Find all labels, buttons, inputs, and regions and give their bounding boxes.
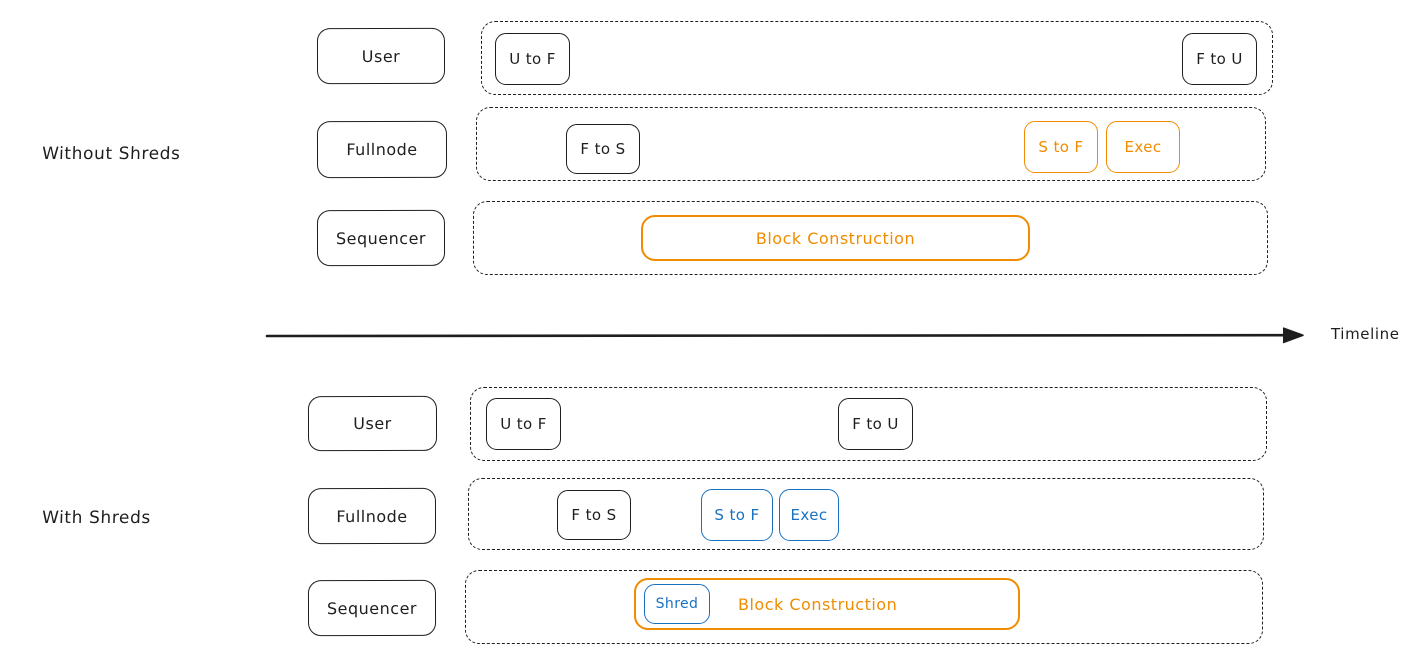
actor-box-fullnode-bottom: Fullnode bbox=[307, 487, 437, 545]
band-label: Block Construction bbox=[738, 594, 898, 614]
timeline-arrow bbox=[265, 318, 1315, 354]
actor-label: User bbox=[361, 46, 401, 66]
actor-label: Fullnode bbox=[346, 139, 418, 160]
timeline-label: Timeline bbox=[1331, 325, 1400, 343]
lane-sequencer-top bbox=[473, 201, 1268, 275]
section-label-without-shreds: Without Shreds bbox=[41, 144, 181, 164]
actor-box-fullnode-top: Fullnode bbox=[316, 120, 448, 179]
lane-fullnode-top bbox=[476, 107, 1266, 181]
band-label: Block Construction bbox=[755, 228, 916, 248]
actor-label: Fullnode bbox=[336, 506, 408, 526]
chip-u-to-f-top[interactable]: U to F bbox=[495, 33, 570, 85]
actor-label: User bbox=[353, 413, 392, 434]
lane-fullnode-bottom bbox=[468, 478, 1264, 550]
lane-user-top bbox=[481, 21, 1273, 95]
lane-user-bottom bbox=[470, 387, 1267, 461]
chip-s-to-f-bottom[interactable]: S to F bbox=[701, 489, 773, 541]
actor-box-user-top: User bbox=[316, 27, 446, 85]
chip-f-to-s-top[interactable]: F to S bbox=[566, 124, 640, 174]
actor-label: Sequencer bbox=[335, 228, 427, 248]
chip-exec-bottom[interactable]: Exec bbox=[779, 489, 839, 541]
timeline-arrow-svg bbox=[265, 327, 1304, 344]
section-label-with-shreds: With Shreds bbox=[41, 508, 152, 528]
band-block-construction-bottom[interactable]: Shred Block Construction bbox=[634, 578, 1020, 630]
actor-box-sequencer-bottom: Sequencer bbox=[307, 579, 437, 637]
chip-u-to-f-bottom[interactable]: U to F bbox=[486, 398, 561, 450]
chip-s-to-f-top[interactable]: S to F bbox=[1024, 121, 1098, 173]
chip-shred[interactable]: Shred bbox=[644, 584, 710, 624]
lane-sequencer-bottom bbox=[465, 570, 1263, 644]
band-block-construction-top[interactable]: Block Construction bbox=[641, 215, 1030, 261]
actor-box-sequencer-top: Sequencer bbox=[316, 209, 446, 267]
chip-exec-top[interactable]: Exec bbox=[1106, 121, 1180, 173]
actor-label: Sequencer bbox=[326, 598, 418, 618]
actor-box-user-bottom: User bbox=[307, 395, 438, 452]
chip-f-to-u-top[interactable]: F to U bbox=[1182, 33, 1257, 85]
chip-f-to-u-bottom[interactable]: F to U bbox=[838, 398, 913, 450]
chip-f-to-s-bottom[interactable]: F to S bbox=[557, 490, 631, 540]
